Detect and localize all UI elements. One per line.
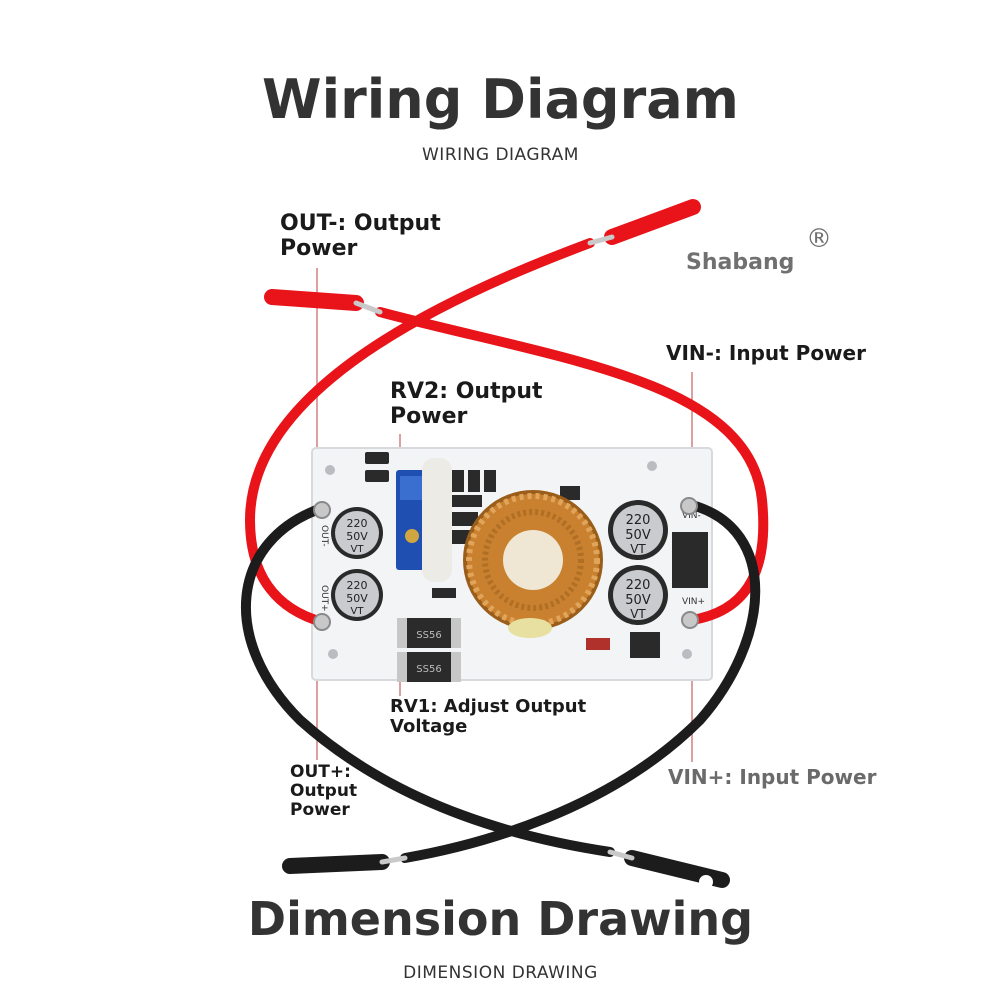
svg-text:SS56: SS56	[416, 630, 441, 641]
mount-hole	[647, 461, 657, 471]
red-wire-end-top	[604, 199, 701, 245]
svg-text:VT: VT	[351, 606, 365, 617]
svg-text:220: 220	[626, 513, 651, 528]
terminal-vin-minus	[680, 497, 698, 515]
svg-text:VIN-: VIN-	[682, 511, 701, 521]
brand-name: Shabang	[686, 250, 795, 275]
svg-text:220: 220	[626, 578, 651, 593]
black-wires	[240, 500, 761, 889]
diode-d2: SS56	[397, 652, 461, 682]
diode-d1: SS56	[397, 618, 461, 648]
mount-hole	[682, 649, 692, 659]
svg-text:50V: 50V	[346, 592, 368, 605]
svg-text:OUT+: OUT+	[319, 585, 329, 612]
black-wire-out-minus	[240, 503, 615, 857]
red-wires	[244, 199, 769, 627]
terminal-vin-plus	[681, 611, 699, 629]
svg-text:50V: 50V	[625, 593, 651, 608]
registered-mark: ®	[806, 224, 832, 254]
terminal-out-minus	[313, 501, 331, 519]
capacitor-in-bottom: 220 50V VT	[608, 565, 668, 625]
mount-hole	[325, 465, 335, 475]
svg-text:VT: VT	[351, 544, 365, 555]
label-out-minus: OUT-: Output Power	[280, 211, 441, 261]
label-rv1: RV1: Adjust Output Voltage	[390, 696, 587, 738]
svg-text:220: 220	[347, 579, 368, 592]
black-wire-vin-minus	[400, 500, 761, 863]
svg-text:50V: 50V	[346, 530, 368, 543]
label-vin-minus: VIN-: Input Power	[666, 341, 866, 365]
svg-text:SS56: SS56	[416, 664, 441, 675]
section-title-dimension: Dimension Drawing	[247, 892, 754, 946]
black-wire-end-left	[282, 854, 390, 874]
red-wire-out-plus	[244, 238, 595, 627]
capacitor-out-top: 220 50V VT	[331, 507, 383, 559]
mount-hole	[328, 649, 338, 659]
section-subtitle-dimension: DIMENSION DRAWING	[403, 963, 598, 983]
terminal-out-plus	[313, 613, 331, 631]
page-title: Wiring Diagram	[262, 68, 739, 131]
toroid-inductor	[463, 490, 603, 638]
ceramic-part	[422, 458, 452, 582]
svg-text:VT: VT	[630, 607, 646, 621]
solder-terminals	[313, 497, 699, 631]
label-out-plus: OUT+: Output Power	[290, 762, 358, 821]
label-rv2: RV2: Output Power	[390, 379, 543, 429]
svg-text:50V: 50V	[625, 528, 651, 543]
red-wire-vin-plus	[375, 307, 769, 625]
svg-text:OUT-: OUT-	[319, 525, 329, 547]
page-subtitle: WIRING DIAGRAM	[422, 145, 579, 165]
capacitor-in-top: 220 50V VT	[608, 500, 668, 560]
svg-text:220: 220	[347, 517, 368, 530]
red-wire-end-left	[264, 289, 364, 311]
capacitor-out-bottom: 220 50V VT	[331, 569, 383, 621]
svg-text:VIN+: VIN+	[682, 597, 705, 607]
label-vin-plus: VIN+: Input Power	[668, 765, 877, 789]
converter-board: 220 50V VT 220 50V VT 220 50V VT 220 50V…	[311, 447, 713, 682]
svg-text:VT: VT	[630, 542, 646, 556]
